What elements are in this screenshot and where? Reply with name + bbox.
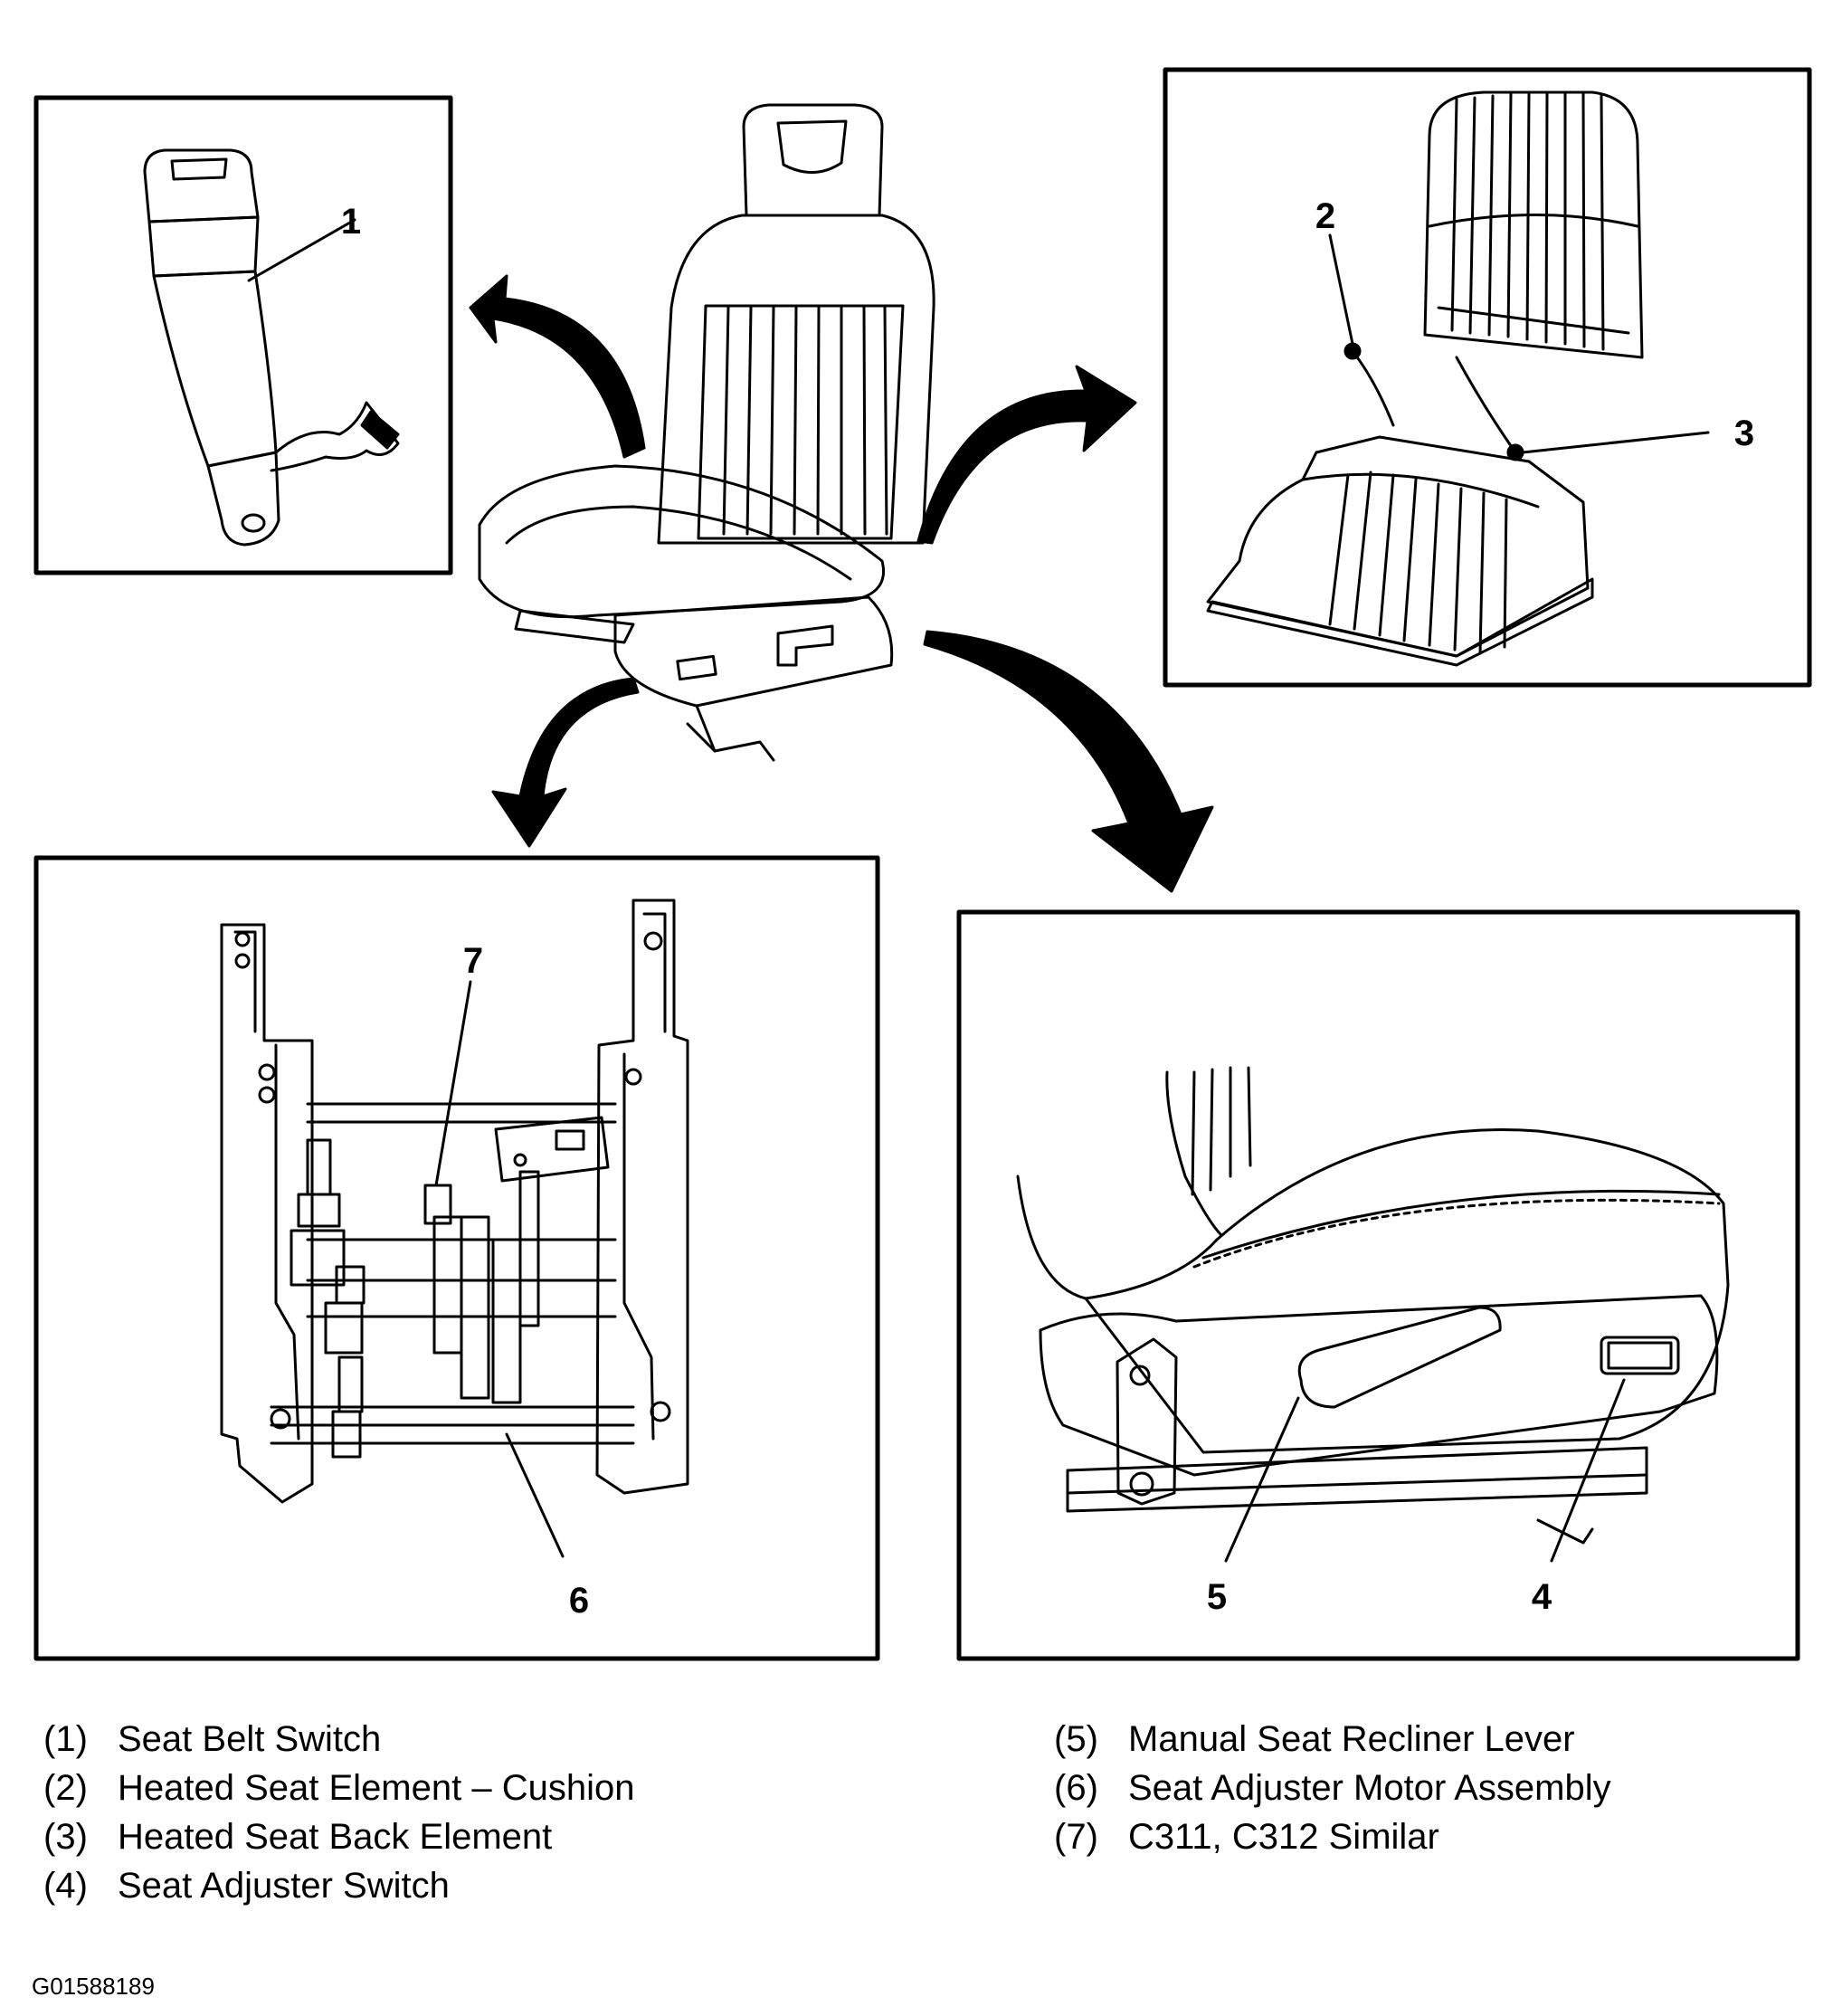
- panel-seat-side-detail: [956, 909, 1800, 1661]
- callout-1: 1: [341, 202, 361, 242]
- callout-6: 6: [569, 1581, 589, 1621]
- legend-text: Seat Adjuster Switch: [118, 1866, 450, 1906]
- pointer-arrows: [469, 274, 1214, 893]
- panel-seat-belt-switch: [33, 95, 453, 575]
- seat-components-illustration: 1 2 3 4 5 6 7: [33, 67, 1812, 1661]
- callout-5: 5: [1207, 1577, 1227, 1617]
- callout-numbers: 1 2 3 4 5 6 7: [341, 196, 1754, 1621]
- legend-left-column: (1) Seat Belt Switch (2) Heated Seat Ele…: [43, 1715, 634, 1910]
- seat-overview: [478, 103, 935, 762]
- callout-3: 3: [1734, 414, 1754, 453]
- panel-heated-seat-elements: [1163, 67, 1812, 688]
- callout-2: 2: [1315, 196, 1335, 236]
- legend-text: C311, C312 Similar: [1128, 1817, 1439, 1857]
- legend-number: (3): [43, 1817, 88, 1857]
- legend-item-5: (5) Manual Seat Recliner Lever: [1054, 1715, 1611, 1764]
- legend-item-2: (2) Heated Seat Element – Cushion: [43, 1764, 634, 1812]
- legend-right-column: (5) Manual Seat Recliner Lever (6) Seat …: [1054, 1715, 1611, 1861]
- legend-number: (6): [1054, 1768, 1098, 1808]
- callout-7: 7: [463, 941, 483, 981]
- legend-item-4: (4) Seat Adjuster Switch: [43, 1861, 634, 1910]
- legend-number: (4): [43, 1866, 88, 1906]
- legend-item-3: (3) Heated Seat Back Element: [43, 1812, 634, 1861]
- legend-item-7: (7) C311, C312 Similar: [1054, 1812, 1611, 1861]
- legend-text: Manual Seat Recliner Lever: [1128, 1719, 1575, 1759]
- legend-text: Heated Seat Element – Cushion: [118, 1768, 635, 1808]
- legend-number: (1): [43, 1719, 88, 1759]
- callout-4: 4: [1532, 1577, 1552, 1617]
- legend-item-6: (6) Seat Adjuster Motor Assembly: [1054, 1764, 1611, 1812]
- figure-id: G01588189: [32, 1973, 155, 2000]
- legend-number: (2): [43, 1768, 88, 1808]
- panel-seat-adjuster-frame: [33, 855, 880, 1661]
- legend-text: Seat Adjuster Motor Assembly: [1128, 1768, 1611, 1808]
- legend-number: (7): [1054, 1817, 1098, 1857]
- legend-text: Heated Seat Back Element: [118, 1817, 553, 1857]
- legend-number: (5): [1054, 1719, 1098, 1759]
- legend-item-1: (1) Seat Belt Switch: [43, 1715, 634, 1764]
- legend-text: Seat Belt Switch: [118, 1719, 382, 1759]
